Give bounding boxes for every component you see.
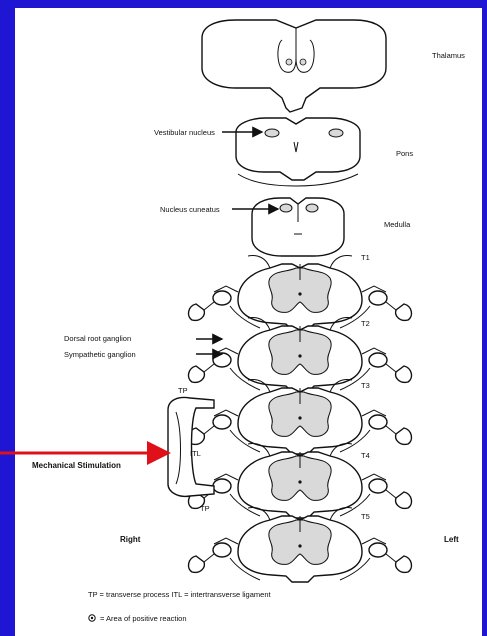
t2-segment — [189, 318, 412, 393]
t1-label: T1 — [361, 253, 370, 262]
thalamus-label: Thalamus — [432, 51, 465, 60]
positive-area-symbol — [89, 615, 95, 621]
symp-label: Sympathetic ganglion — [64, 350, 136, 359]
t3-segment — [189, 380, 412, 455]
vertebra-bracket — [168, 398, 214, 497]
t1-segment — [189, 256, 412, 331]
t5-label: T5 — [361, 512, 370, 521]
vestibular-label: Vestibular nucleus — [154, 128, 215, 137]
right-label: Right — [120, 535, 141, 544]
t5-segment — [189, 508, 412, 583]
legend-abbreviations: TP = transverse process ITL = intertrans… — [88, 590, 271, 599]
medulla-label: Medulla — [384, 220, 411, 229]
pons-section — [236, 118, 360, 186]
drg-label: Dorsal root ganglion — [64, 334, 131, 343]
itl-label: ITL — [190, 449, 201, 458]
t2-label: T2 — [361, 319, 370, 328]
t3-label: T3 — [361, 381, 370, 390]
medulla-section — [252, 198, 344, 256]
pons-label: Pons — [396, 149, 413, 158]
t4-label: T4 — [361, 451, 370, 460]
t4-segment — [189, 444, 412, 519]
thalamus-section — [202, 20, 386, 112]
mechanical-stimulation-label: Mechanical Stimulation — [32, 461, 121, 470]
legend-positive-reaction: = Area of positive reaction — [100, 614, 187, 623]
cuneatus-label: Nucleus cuneatus — [160, 205, 220, 214]
tp-bottom-label: TP — [200, 504, 210, 513]
tp-top-label: TP — [178, 386, 188, 395]
left-label: Left — [444, 535, 459, 544]
